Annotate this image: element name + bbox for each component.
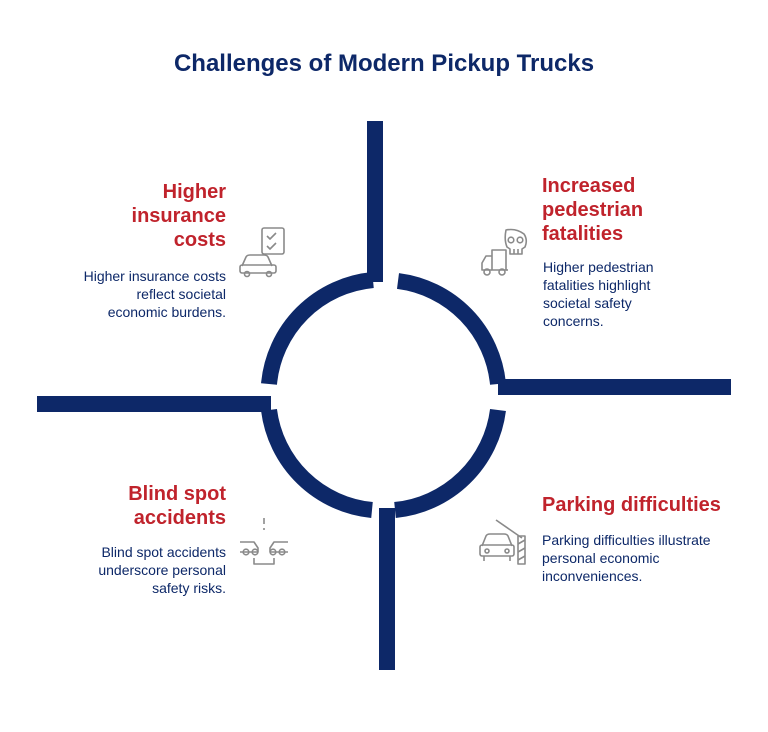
quadrant-title-insurance: Higher insurance costs xyxy=(131,181,226,251)
quadrant-title-pedestrian: Increased pedestrian fatalities xyxy=(542,175,644,245)
quadrant-desc-parking: Parking difficulties illustrate personal… xyxy=(542,532,711,584)
quadrant-desc-insurance: Higher insurance costs reflect societal … xyxy=(83,268,226,320)
page-title: Challenges of Modern Pickup Trucks xyxy=(173,50,595,77)
parking-barrier-car-icon xyxy=(479,519,526,565)
ring-arc-bottom-left xyxy=(261,408,373,518)
quadrant-desc-pedestrian: Higher pedestrian fatalities highlight s… xyxy=(543,259,654,329)
ring-arc-top-left xyxy=(261,272,374,385)
car-collision-icon xyxy=(240,518,288,565)
ring-arc-top-right xyxy=(396,273,506,385)
car-insurance-checklist-icon xyxy=(239,227,285,278)
quadrant-title-parking: Parking difficulties xyxy=(542,494,721,516)
ring-arc-bottom-right xyxy=(394,408,506,518)
quadrant-title-blind-spot: Blind spot accidents xyxy=(128,483,226,529)
quadrant-desc-blind-spot: Blind spot accidents underscore personal… xyxy=(98,544,226,596)
truck-skull-icon xyxy=(481,228,528,276)
